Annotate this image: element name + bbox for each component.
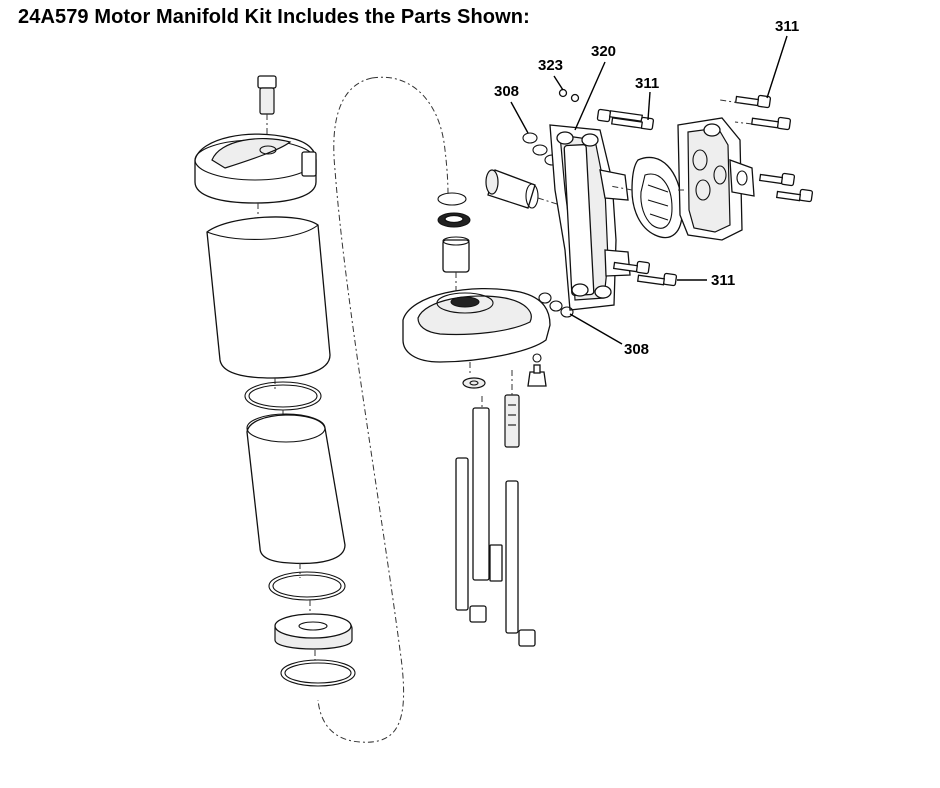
screw-311-a [596, 108, 643, 123]
motor-manifold-320 [485, 88, 755, 318]
top-fitting-body [259, 87, 275, 115]
callout-311-top-right: 311 [775, 18, 799, 35]
cylinder-lower [246, 414, 346, 565]
callout-311-mid: 311 [635, 75, 659, 92]
screw-311-g [612, 260, 651, 275]
screw-311-e [758, 172, 796, 187]
callout-320: 320 [591, 43, 616, 60]
screw-311-h [636, 272, 678, 287]
small-valve [527, 371, 547, 387]
o-ring-bottom [280, 659, 356, 687]
screw-311-d [750, 116, 792, 131]
gasket [631, 156, 683, 239]
o-ring-upper [244, 381, 322, 411]
cylinder-sleeve [206, 216, 331, 379]
tie-rod-left [455, 457, 469, 611]
callout-leaders [510, 35, 788, 345]
o-ring-center-1 [437, 192, 467, 206]
callout-311-right: 311 [711, 272, 735, 289]
top-fitting [257, 75, 277, 89]
dashed-cable-top [371, 76, 449, 196]
screws-311 [596, 94, 814, 287]
sensor [504, 394, 520, 448]
dashed-cable-loop [317, 77, 405, 743]
screw-311-b [610, 116, 655, 131]
callout-323: 323 [538, 57, 563, 74]
seal-308-bottom [538, 292, 574, 318]
motor-cylinder-assembly [194, 75, 356, 687]
washer [462, 377, 486, 389]
ball-323-b [570, 93, 580, 103]
tie-rod-right [505, 480, 519, 634]
center-manifold-assembly [402, 192, 551, 647]
o-ring-lower [268, 571, 346, 601]
screw-311-f [775, 188, 814, 203]
ball-323-a [558, 88, 568, 98]
screw-311-c [734, 94, 772, 109]
callout-308-bottom: 308 [624, 341, 649, 358]
drive-shaft [472, 407, 490, 581]
diagram-title: 24A579 Motor Manifold Kit Includes the P… [18, 6, 530, 28]
callout-308-top: 308 [494, 83, 519, 100]
